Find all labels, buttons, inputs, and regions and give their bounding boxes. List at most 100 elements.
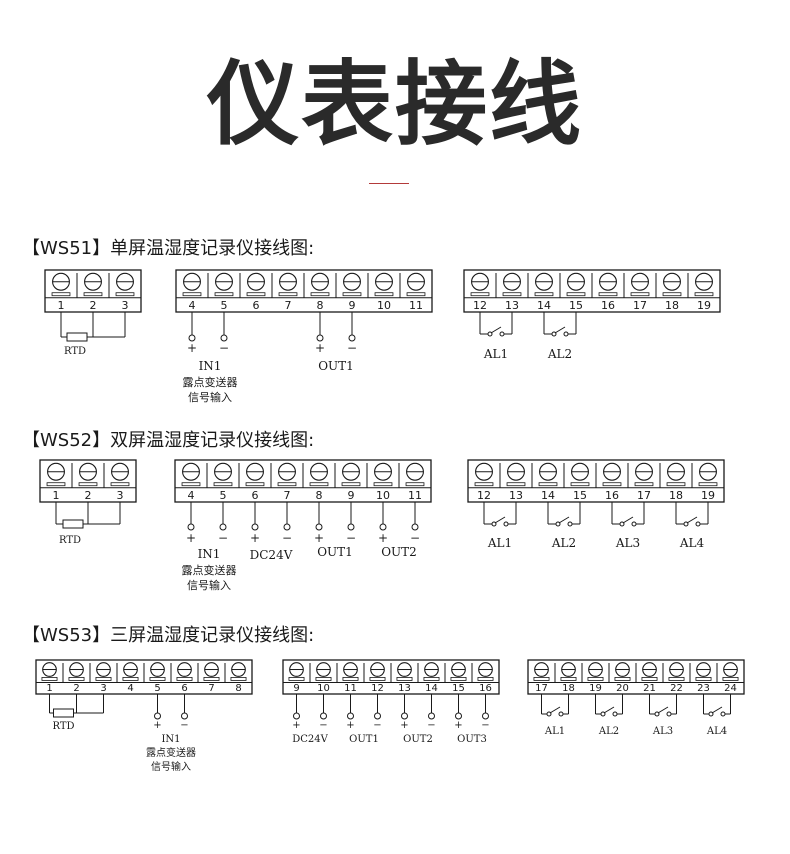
terminal-number: 17 xyxy=(535,683,548,694)
ws53-t9-terminal-icon xyxy=(293,712,300,720)
terminal-clamp xyxy=(95,677,112,681)
minus-sign: − xyxy=(219,341,229,355)
plus-sign: + xyxy=(314,531,324,545)
terminal-number: 3 xyxy=(100,683,106,694)
al-label: AL3 xyxy=(652,726,673,737)
plus-sign: + xyxy=(186,531,196,545)
terminal-number: 1 xyxy=(53,489,60,502)
ws51-al2-switch-blade xyxy=(554,326,566,334)
terminal-number: 1 xyxy=(46,683,52,694)
al-label: AL2 xyxy=(598,726,619,737)
terminal-number: 14 xyxy=(425,683,438,694)
plus-sign: + xyxy=(292,720,300,731)
ws52-al1-switch-blade xyxy=(494,516,506,524)
in1-sub-label: 露点变送器 xyxy=(146,746,196,759)
terminal-number: 11 xyxy=(409,299,423,312)
relay-contact-icon xyxy=(499,331,505,337)
out2-label: OUT2 xyxy=(381,545,417,559)
terminal-clamp xyxy=(342,292,362,297)
in1-sub-label: 信号输入 xyxy=(187,578,231,592)
terminal-number: 2 xyxy=(73,683,79,694)
terminal-clamp xyxy=(342,677,359,681)
terminal-clamp xyxy=(405,482,425,487)
ws53-al4-switch-blade xyxy=(711,706,723,714)
relay-contact-icon xyxy=(567,521,573,527)
ws53-t11-terminal-icon xyxy=(347,712,354,720)
relay-contact-icon xyxy=(612,711,618,717)
terminal-number: 18 xyxy=(669,489,683,502)
terminal-number: 17 xyxy=(637,489,651,502)
resistor-icon xyxy=(66,332,88,342)
terminal-clamp xyxy=(502,292,522,297)
in1-label: IN1 xyxy=(198,547,221,561)
terminal-number: 18 xyxy=(562,683,575,694)
terminal-clamp xyxy=(122,677,139,681)
terminal-clamp xyxy=(666,482,686,487)
plus-sign: + xyxy=(454,720,462,731)
minus-sign: − xyxy=(180,720,188,731)
terminal-clamp xyxy=(115,292,135,297)
terminal-clamp xyxy=(373,482,393,487)
ws53-al2-switch-blade xyxy=(603,706,615,714)
al-label: AL1 xyxy=(487,536,512,550)
terminal-clamp xyxy=(341,482,361,487)
in1-sub-label: 露点变送器 xyxy=(183,375,238,389)
terminal-number: 10 xyxy=(317,683,330,694)
ws53-t10-terminal-icon xyxy=(320,712,327,720)
out3-label: OUT3 xyxy=(457,734,487,745)
out1-label: OUT1 xyxy=(317,545,353,559)
terminal-clamp xyxy=(176,677,193,681)
relay-contact-icon xyxy=(563,331,569,337)
ws53-heading: 【WS53】三屏温湿度记录仪接线图: xyxy=(22,625,315,646)
ws53-t15-terminal-icon xyxy=(455,712,462,720)
terminal-number: 9 xyxy=(348,489,355,502)
terminal-clamp xyxy=(698,482,718,487)
terminal-number: 3 xyxy=(117,489,124,502)
terminal-clamp xyxy=(450,677,467,681)
plus-sign: + xyxy=(250,531,260,545)
terminal-clamp xyxy=(598,292,618,297)
terminal-number: 8 xyxy=(316,489,323,502)
in1-label: IN1 xyxy=(199,359,222,373)
rtd-label: RTD xyxy=(59,535,81,546)
al-label: AL2 xyxy=(551,536,576,550)
ws53-t5-terminal-icon xyxy=(154,712,161,720)
terminal-clamp xyxy=(277,482,297,487)
terminal-number: 18 xyxy=(665,299,679,312)
minus-sign: − xyxy=(346,531,356,545)
terminal-clamp xyxy=(83,292,103,297)
ws51-t9-terminal-icon xyxy=(348,334,356,342)
ws52-al4-switch-blade xyxy=(686,516,698,524)
terminal-clamp xyxy=(78,482,98,487)
relay-contact-icon xyxy=(666,711,672,717)
minus-sign: − xyxy=(427,720,435,731)
title-accent-line xyxy=(369,183,409,184)
terminal-clamp xyxy=(634,482,654,487)
terminal-clamp xyxy=(369,677,386,681)
terminal-clamp xyxy=(722,677,739,681)
terminal-number: 15 xyxy=(569,299,583,312)
terminal-clamp xyxy=(309,482,329,487)
terminal-clamp xyxy=(695,677,712,681)
terminal-number: 5 xyxy=(220,489,227,502)
terminal-number: 16 xyxy=(601,299,615,312)
terminal-clamp xyxy=(630,292,650,297)
ws52-heading: 【WS52】双屏温湿度记录仪接线图: xyxy=(22,430,315,451)
minus-sign: − xyxy=(347,341,357,355)
al-label: AL4 xyxy=(679,536,705,550)
minus-sign: − xyxy=(410,531,420,545)
terminal-number: 8 xyxy=(317,299,324,312)
ws51-heading: 【WS51】单屏温湿度记录仪接线图: xyxy=(22,238,315,259)
terminal-clamp xyxy=(46,482,66,487)
terminal-number: 15 xyxy=(573,489,587,502)
terminal-number: 8 xyxy=(235,683,241,694)
terminal-number: 6 xyxy=(253,299,260,312)
out1-label: OUT1 xyxy=(349,734,379,745)
out1-label: OUT1 xyxy=(318,359,354,373)
ws52-al3-switch-blade xyxy=(622,516,634,524)
terminal-clamp xyxy=(406,292,426,297)
terminal-clamp xyxy=(474,482,494,487)
terminal-number: 20 xyxy=(616,683,629,694)
